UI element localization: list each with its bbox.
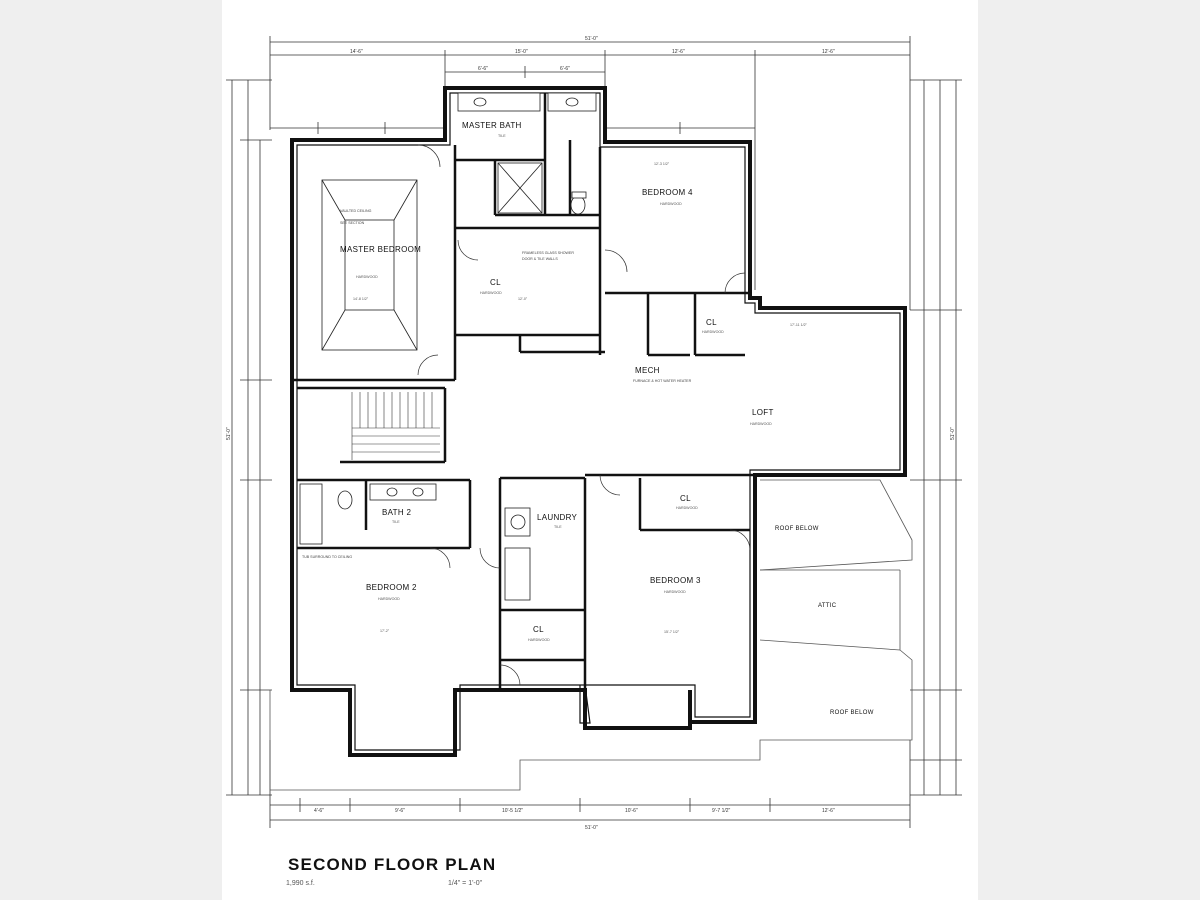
dim-bottom-2: 9'-6" xyxy=(395,808,405,814)
room-bedroom-4-floor: HARDWOOD xyxy=(660,202,682,206)
room-loft-dim: 17'-11 1/2" xyxy=(790,323,808,327)
room-master-bath: MASTER BATH xyxy=(462,121,522,130)
room-bedroom-4-dim: 12'-3 1/2" xyxy=(654,162,670,166)
mech-note: FURNACE & HOT WATER HEATER xyxy=(633,379,692,383)
room-bath-2: BATH 2 xyxy=(382,508,411,517)
room-bedroom-3-dim: 15'-7 1/2" xyxy=(664,630,680,634)
room-bedroom3-closet-floor: HARDWOOD xyxy=(676,506,698,510)
dim-right-overall: 51'-0" xyxy=(950,427,956,440)
room-bedroom-2-dim: 17'-2" xyxy=(380,629,390,633)
room-bedroom2-closet-floor: HARDWOOD xyxy=(528,638,550,642)
dim-bath-1: 6'-6" xyxy=(478,66,488,72)
plan-title: SECOND FLOOR PLAN xyxy=(288,855,497,874)
shower-note: FRAMELESS GLASS SHOWER xyxy=(522,251,574,255)
room-bedroom2-closet: CL xyxy=(533,625,544,634)
room-attic: ATTIC xyxy=(818,603,837,609)
room-master-bedroom-dim: 14'-8 1/2" xyxy=(353,297,369,301)
room-master-bath-floor: TILE xyxy=(498,134,506,138)
exterior-walls-inner xyxy=(296,92,901,751)
dim-top-1: 14'-6" xyxy=(350,49,363,55)
room-bedroom-3-floor: HARDWOOD xyxy=(664,590,686,594)
room-bedroom-3: BEDROOM 3 xyxy=(650,576,701,585)
room-master-closet: CL xyxy=(490,278,501,287)
room-loft-floor: HARDWOOD xyxy=(750,422,772,426)
door-swings xyxy=(417,144,751,686)
plan-scale: 1/4" = 1'-0" xyxy=(448,880,483,887)
room-master-closet-dim: 12'-0" xyxy=(518,297,528,301)
notes: VAULTED CEILING SEE SECTION FRAMELESS GL… xyxy=(340,209,574,261)
roof-below-2: ROOF BELOW xyxy=(830,710,874,716)
roof-below-1: ROOF BELOW xyxy=(775,526,819,532)
dim-bottom-3: 10'-5 1/2" xyxy=(502,808,523,814)
dim-top-3: 12'-6" xyxy=(672,49,685,55)
room-loft: LOFT xyxy=(752,408,774,417)
dim-bottom-5: 9'-7 1/2" xyxy=(712,808,731,814)
dim-bottom-4: 10'-6" xyxy=(625,808,638,814)
room-bedroom4-closet: CL xyxy=(706,318,717,327)
dim-bottom-1: 4'-6" xyxy=(314,808,324,814)
dim-bottom-overall: 51'-0" xyxy=(585,825,598,831)
room-mech: MECH xyxy=(635,366,660,375)
dim-top-2: 15'-0" xyxy=(515,49,528,55)
bath-tub-note: TUB SURROUND TO CEILING xyxy=(302,555,352,559)
room-master-closet-floor: HARDWOOD xyxy=(480,291,502,295)
dim-left-overall: 51'-0" xyxy=(226,427,232,440)
interior-walls xyxy=(292,93,755,690)
room-master-bedroom-floor: HARDWOOD xyxy=(356,275,378,279)
dim-bath-2: 6'-6" xyxy=(560,66,570,72)
room-bedroom3-closet: CL xyxy=(680,494,691,503)
mbr-ceiling-note-2: SEE SECTION xyxy=(340,221,365,225)
room-laundry: LAUNDRY xyxy=(537,513,578,522)
room-bedroom-2-floor: HARDWOOD xyxy=(378,597,400,601)
stair-treads xyxy=(351,392,440,460)
dim-bottom-6: 12'-6" xyxy=(822,808,835,814)
fixtures xyxy=(299,92,597,601)
dimension-lines xyxy=(226,36,962,828)
plan-area: 1,990 s.f. xyxy=(286,880,315,887)
room-master-bedroom: MASTER BEDROOM xyxy=(340,245,421,254)
room-labels: MASTER BEDROOM HARDWOOD 14'-8 1/2" MASTE… xyxy=(302,121,874,716)
mbr-ceiling-note: VAULTED CEILING xyxy=(340,209,372,213)
dim-top-4: 12'-6" xyxy=(822,49,835,55)
room-bedroom4-closet-floor: HARDWOOD xyxy=(702,330,724,334)
room-bedroom-4: BEDROOM 4 xyxy=(642,188,693,197)
room-laundry-floor: TILE xyxy=(554,525,562,529)
dim-top-overall: 51'-0" xyxy=(585,36,598,42)
exterior-walls xyxy=(290,86,907,757)
roof-outline xyxy=(269,479,913,791)
room-bath-2-floor: TILE xyxy=(392,520,400,524)
room-bedroom-2: BEDROOM 2 xyxy=(366,583,417,592)
dimension-text: 51'-0" 14'-6" 15'-0" 12'-6" 12'-6" 6'-6"… xyxy=(226,36,956,831)
shower-note-2: DOOR & TILE WALLS xyxy=(522,257,558,261)
